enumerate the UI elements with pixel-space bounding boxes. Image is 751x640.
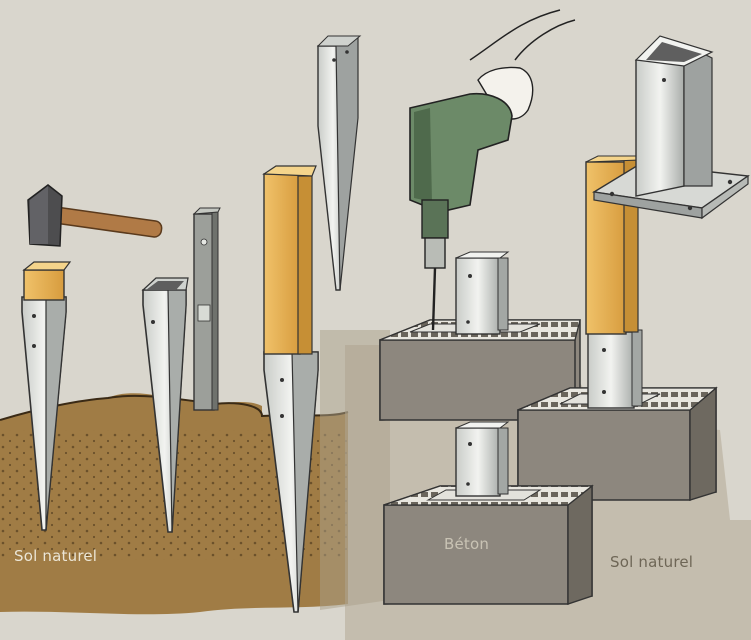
hammer-icon (28, 185, 163, 246)
concrete-block-drilling (380, 252, 580, 420)
level-icon (194, 208, 220, 410)
post-anchor-icon (318, 36, 360, 290)
label-beton: Béton (444, 535, 489, 553)
label-sol-naturel-left: Sol naturel (14, 547, 97, 565)
label-sol-naturel-right: Sol naturel (610, 553, 693, 571)
post-base-plate-icon (594, 36, 748, 218)
